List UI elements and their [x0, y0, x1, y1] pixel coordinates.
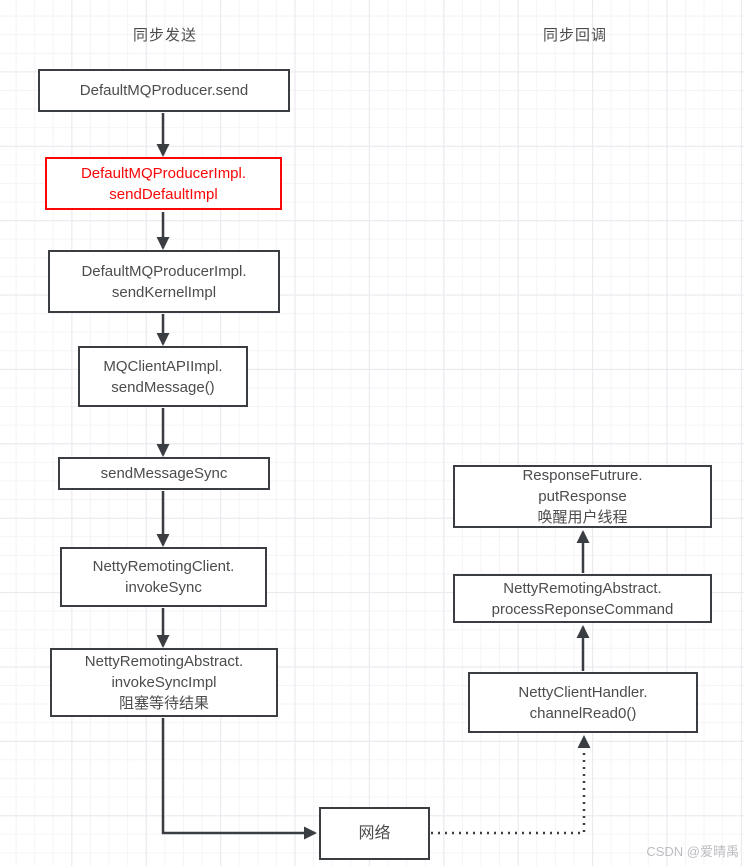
- flow-box-send-kernel-impl: DefaultMQProducerImpl. sendKernelImpl: [48, 250, 280, 313]
- box-label-line: sendMessageSync: [100, 465, 228, 482]
- box-label-line: DefaultMQProducerImpl.: [81, 262, 247, 280]
- box-label-line: channelRead0(): [529, 704, 637, 722]
- flow-box-send-default-impl-highlighted: DefaultMQProducerImpl. sendDefaultImpl: [45, 157, 282, 210]
- flow-box-invoke-sync: NettyRemotingClient. invokeSync: [60, 547, 267, 607]
- box-label-line: invokeSyncImpl: [111, 674, 217, 691]
- flow-box-default-mq-producer-send: DefaultMQProducer.send: [38, 69, 290, 112]
- box-label-line: ResponseFutrure.: [522, 467, 643, 484]
- box-label-line: MQClientAPIImpl.: [103, 357, 223, 375]
- box-label-line: 网络: [358, 825, 391, 842]
- box-label-line: NettyRemotingAbstract.: [84, 653, 244, 670]
- arrow-invokesyncimpl-to-network: [161, 718, 317, 840]
- column-title-sync-send: 同步发送: [132, 27, 197, 44]
- box-label-line: sendDefaultImpl: [109, 185, 218, 203]
- flow-box-send-message-sync: sendMessageSync: [58, 457, 270, 490]
- csdn-watermark: CSDN @爱晴禹: [646, 844, 739, 859]
- box-label-line: DefaultMQProducerImpl.: [80, 164, 247, 182]
- box-label-line: 唤醒用户线程: [537, 509, 628, 526]
- box-label-line: NettyRemotingAbstract.: [503, 579, 662, 597]
- box-label-line: DefaultMQProducer.send: [79, 82, 249, 99]
- box-label-line: sendKernelImpl: [111, 283, 217, 301]
- flow-box-put-response: ResponseFutrure. putResponse 唤醒用户线程: [453, 465, 712, 528]
- flow-box-process-response-command: NettyRemotingAbstract. processReponseCom…: [453, 574, 712, 623]
- box-label-line: NettyClientHandler.: [518, 683, 648, 701]
- dotted-arrow-network-to-channelread0: [431, 735, 591, 835]
- column-title-sync-callback: 同步回调: [542, 27, 607, 44]
- flow-box-invoke-sync-impl: NettyRemotingAbstract. invokeSyncImpl 阻塞…: [50, 648, 278, 717]
- box-label-line: 阻塞等待结果: [118, 695, 209, 712]
- box-label-line: NettyRemotingClient.: [92, 558, 235, 575]
- box-label-line: putResponse: [538, 488, 627, 505]
- flow-box-network: 网络: [319, 807, 430, 860]
- box-label-line: sendMessage(): [111, 378, 215, 396]
- box-label-line: invokeSync: [125, 579, 202, 596]
- flow-box-channel-read0: NettyClientHandler. channelRead0(): [468, 672, 698, 733]
- flow-box-send-message: MQClientAPIImpl. sendMessage(): [78, 346, 248, 407]
- box-label-line: processReponseCommand: [491, 600, 674, 618]
